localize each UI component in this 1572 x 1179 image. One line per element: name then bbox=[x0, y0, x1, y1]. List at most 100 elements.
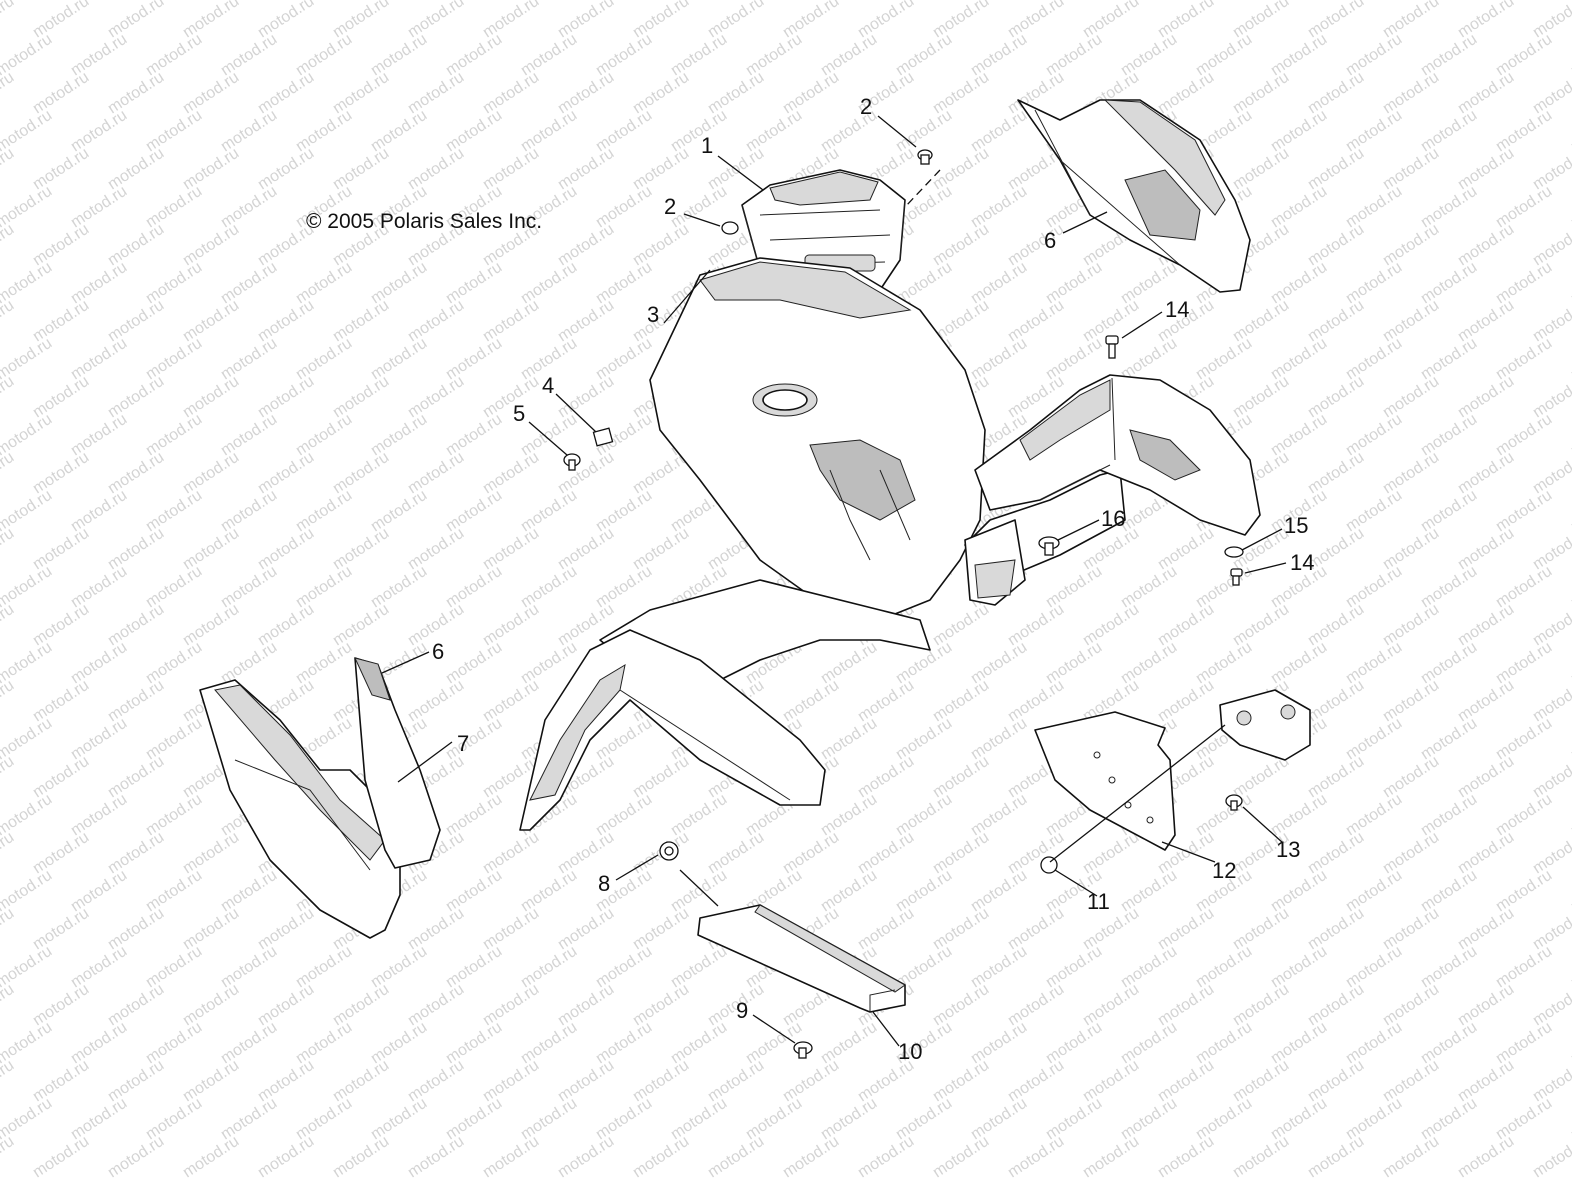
watermark-text: motod.ru bbox=[1568, 943, 1572, 992]
copyright-notice: © 2005 Polaris Sales Inc. bbox=[306, 210, 542, 233]
part-4-clip bbox=[592, 427, 614, 447]
watermark-text: motod.ru bbox=[1455, 1133, 1517, 1179]
watermark-text: motod.ru bbox=[1568, 1019, 1572, 1068]
watermark-text: motod.ru bbox=[1568, 31, 1572, 80]
watermark-text: motod.ru bbox=[1530, 221, 1572, 270]
watermark-text: motod.ru bbox=[105, 1133, 167, 1179]
part-2-fastener-top bbox=[917, 149, 933, 165]
watermark-text: motod.ru bbox=[1530, 297, 1572, 346]
callout-12: 12 bbox=[1212, 858, 1236, 883]
callout-15: 15 bbox=[1284, 513, 1308, 538]
watermark-text: motod.ru bbox=[1568, 107, 1572, 156]
part-16-rivet bbox=[1038, 536, 1060, 556]
watermark-text: motod.ru bbox=[0, 373, 17, 422]
watermark-text: motod.ru bbox=[0, 677, 17, 726]
watermark-text: motod.ru bbox=[0, 297, 17, 346]
watermark-text: motod.ru bbox=[0, 525, 17, 574]
watermark-text: motod.ru bbox=[1005, 1133, 1067, 1179]
watermark-text: motod.ru bbox=[1305, 1133, 1367, 1179]
callout-7: 7 bbox=[457, 731, 469, 756]
watermark-text: motod.ru bbox=[855, 1133, 917, 1179]
callout-3: 3 bbox=[647, 302, 659, 327]
part-13-screw bbox=[1225, 794, 1243, 811]
part-7-side-panel bbox=[199, 679, 401, 939]
watermark-text: motod.ru bbox=[1080, 1133, 1142, 1179]
watermark-text: motod.ru bbox=[0, 905, 17, 954]
watermark-text: motod.ru bbox=[555, 1133, 617, 1179]
callout-6-left: 6 bbox=[432, 639, 444, 664]
part-10-bracket bbox=[697, 904, 906, 1013]
watermark-text: motod.ru bbox=[0, 69, 17, 118]
callout-14-lower: 14 bbox=[1290, 550, 1314, 575]
watermark-text: motod.ru bbox=[255, 1133, 317, 1179]
watermark-text: motod.ru bbox=[1530, 69, 1572, 118]
watermark-text: motod.ru bbox=[1530, 0, 1572, 41]
watermark-text: motod.ru bbox=[1530, 1133, 1572, 1179]
watermark-text: motod.ru bbox=[1530, 753, 1572, 802]
watermark-text: motod.ru bbox=[1568, 183, 1572, 232]
watermark-text: motod.ru bbox=[1530, 981, 1572, 1030]
callout-14-top: 14 bbox=[1165, 297, 1189, 322]
watermark-text: motod.ru bbox=[0, 449, 17, 498]
watermark-text: motod.ru bbox=[705, 1133, 767, 1179]
watermark-text: motod.ru bbox=[30, 1133, 92, 1179]
watermark-text: motod.ru bbox=[1568, 639, 1572, 688]
watermark-text: motod.ru bbox=[1155, 1133, 1217, 1179]
part-2-fastener-left bbox=[721, 221, 739, 235]
part-9-screw bbox=[793, 1041, 813, 1059]
watermark-text: motod.ru bbox=[1568, 867, 1572, 916]
callout-5: 5 bbox=[513, 401, 525, 426]
part-8-nut bbox=[659, 841, 679, 861]
watermark-text: motod.ru bbox=[1568, 791, 1572, 840]
watermark-text: motod.ru bbox=[1530, 145, 1572, 194]
watermark-text: motod.ru bbox=[1530, 677, 1572, 726]
watermark-text: motod.ru bbox=[0, 981, 17, 1030]
watermark-text: motod.ru bbox=[1380, 1133, 1442, 1179]
watermark-text: motod.ru bbox=[0, 0, 17, 41]
part-15-washer bbox=[1224, 546, 1244, 558]
watermark-text: motod.ru bbox=[930, 1133, 992, 1179]
callout-9: 9 bbox=[736, 998, 748, 1023]
callout-13: 13 bbox=[1276, 837, 1300, 862]
switch-housing bbox=[1219, 689, 1311, 761]
watermark-text: motod.ru bbox=[1230, 1133, 1292, 1179]
callout-11: 11 bbox=[1087, 889, 1110, 914]
watermark-text: motod.ru bbox=[1568, 563, 1572, 612]
callout-6-top: 6 bbox=[1044, 228, 1056, 253]
watermark-text: motod.ru bbox=[1568, 335, 1572, 384]
callout-1: 1 bbox=[701, 133, 713, 158]
callout-8: 8 bbox=[598, 871, 610, 896]
watermark-text: motod.ru bbox=[780, 1133, 842, 1179]
watermark-text: motod.ru bbox=[1568, 411, 1572, 460]
watermark-text: motod.ru bbox=[1530, 905, 1572, 954]
watermark-text: motod.ru bbox=[1568, 1095, 1572, 1144]
watermark-text: motod.ru bbox=[480, 1133, 542, 1179]
watermark-text: motod.ru bbox=[0, 1133, 17, 1179]
watermark-text: motod.ru bbox=[405, 1133, 467, 1179]
watermark-text: motod.ru bbox=[0, 601, 17, 650]
watermark-text: motod.ru bbox=[0, 753, 17, 802]
part-3-front-cab bbox=[519, 257, 1126, 831]
watermark-text: motod.ru bbox=[1568, 487, 1572, 536]
leader-lines bbox=[381, 115, 1287, 1047]
watermark-text: motod.ru bbox=[0, 829, 17, 878]
watermark-text: motod.ru bbox=[0, 1057, 17, 1106]
part-11-nut bbox=[1040, 856, 1058, 874]
watermark-text: motod.ru bbox=[1568, 715, 1572, 764]
part-14-bolt-top bbox=[1105, 335, 1119, 359]
part-12-mount-plate bbox=[1034, 711, 1176, 851]
part-3-right-fender bbox=[974, 374, 1261, 536]
watermark-text: motod.ru bbox=[1568, 259, 1572, 308]
part-5-screw bbox=[563, 453, 581, 471]
callout-labels: 1 2 2 6 3 14 4 5 16 15 14 6 7 8 9 10 11 … bbox=[432, 94, 1314, 1064]
watermark-text: motod.ru bbox=[330, 1133, 392, 1179]
part-6-cover-left bbox=[354, 657, 441, 869]
watermark-text: motod.ru bbox=[1530, 829, 1572, 878]
watermark-text: motod.ru bbox=[1530, 373, 1572, 422]
callout-10: 10 bbox=[898, 1039, 922, 1064]
callout-16: 16 bbox=[1101, 506, 1125, 531]
watermark-text: motod.ru bbox=[180, 1133, 242, 1179]
watermark-text: motod.ru bbox=[1530, 525, 1572, 574]
part-14-bolt-lower bbox=[1230, 568, 1243, 586]
